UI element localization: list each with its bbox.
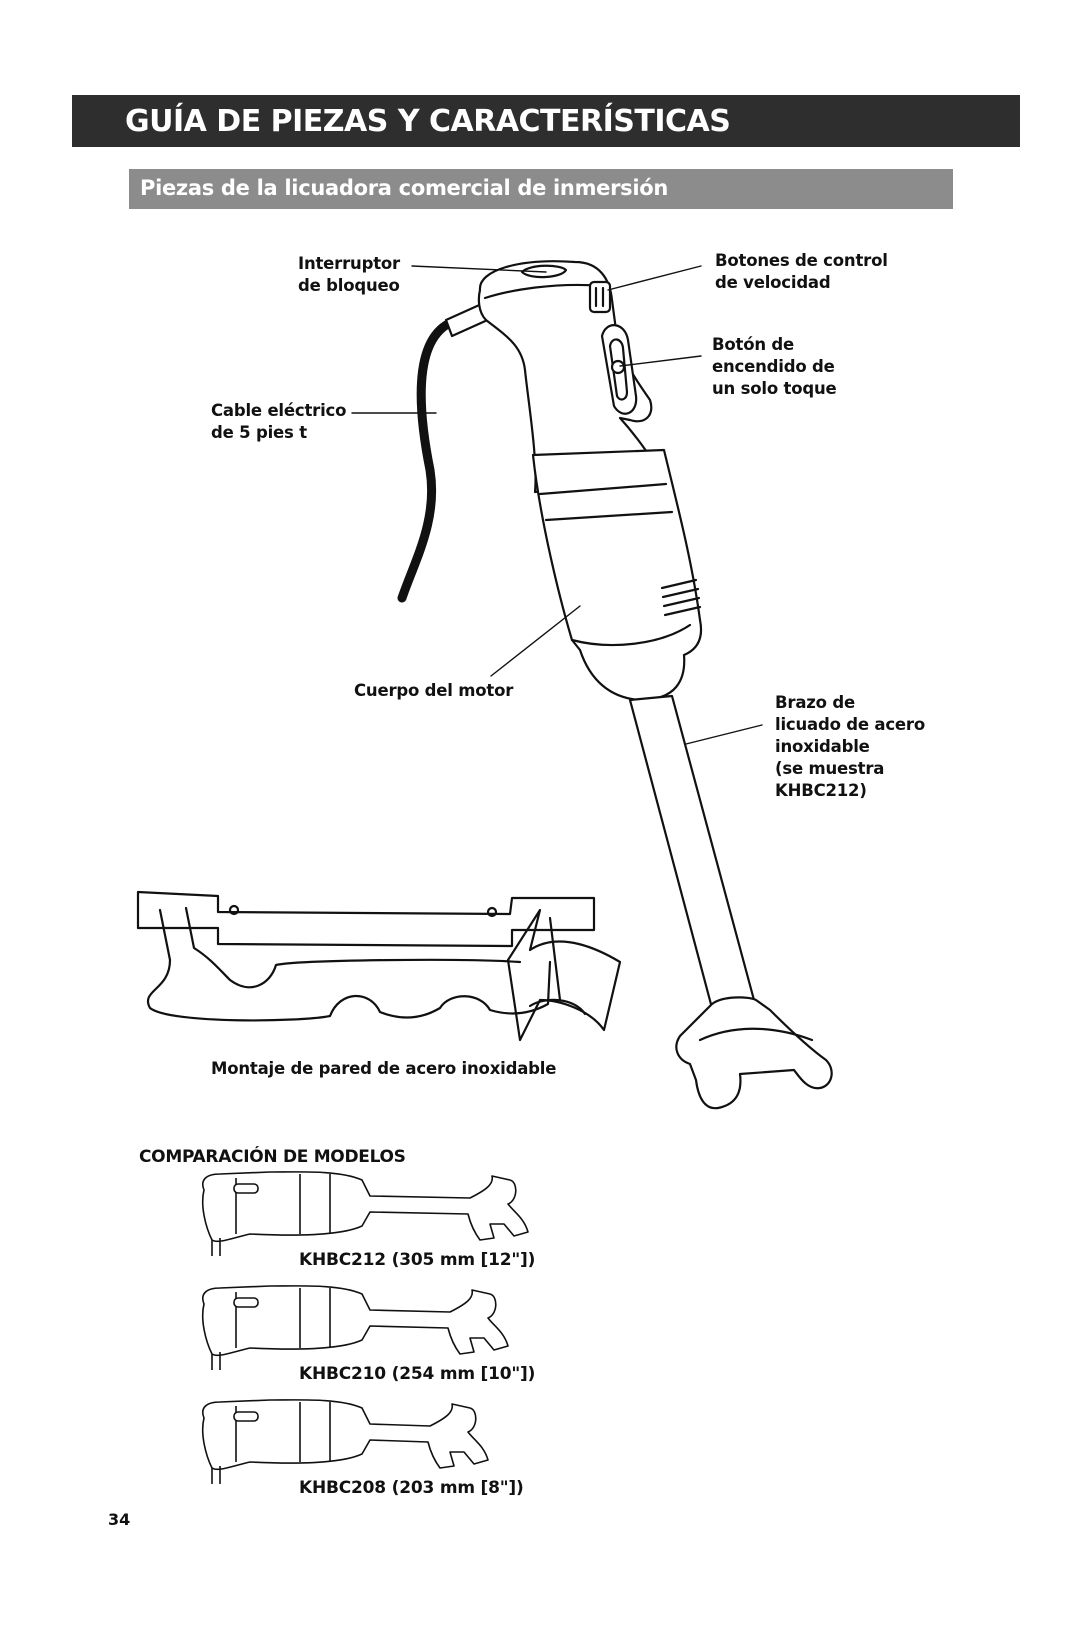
label-lock-switch: Interruptor de bloqueo bbox=[298, 254, 400, 295]
comparison-heading: COMPARACIÓN DE MODELOS bbox=[139, 1147, 406, 1167]
page-title-bar: GUÍA DE PIEZAS Y CARACTERÍSTICAS bbox=[72, 95, 1020, 147]
model-khbc212-illustration bbox=[201, 1171, 529, 1256]
model-label-khbc212: KHBC212 (305 mm [12"]) bbox=[299, 1250, 536, 1270]
label-one-touch: Botón de encendido de un solo toque bbox=[712, 335, 837, 398]
model-khbc210-illustration bbox=[201, 1285, 509, 1370]
label-blending-arm: Brazo de licuado de acero inoxidable (se… bbox=[775, 693, 925, 800]
blade-guard-illustration bbox=[675, 996, 833, 1110]
speed-buttons-illustration bbox=[588, 280, 612, 314]
model-khbc208-illustration bbox=[201, 1399, 489, 1484]
label-cord: Cable eléctrico de 5 pies t bbox=[211, 401, 347, 442]
page-number: 34 bbox=[108, 1510, 131, 1529]
power-cord-illustration bbox=[397, 317, 457, 603]
wall-mount-illustration bbox=[136, 890, 596, 948]
section-title-bar: Piezas de la licuadora comercial de inme… bbox=[129, 169, 953, 209]
page-title: GUÍA DE PIEZAS Y CARACTERÍSTICAS bbox=[125, 104, 731, 139]
model-label-khbc208: KHBC208 (203 mm [8"]) bbox=[299, 1478, 524, 1498]
leader-blending-arm bbox=[685, 724, 763, 745]
leader-lock-switch bbox=[411, 265, 547, 273]
model-label-khbc210: KHBC210 (254 mm [10"]) bbox=[299, 1364, 536, 1384]
label-speed-buttons: Botones de control de velocidad bbox=[715, 251, 888, 292]
leader-motor-body bbox=[490, 605, 581, 677]
blender-handle-illustration bbox=[477, 260, 665, 494]
label-wall-mount: Montaje de pared de acero inoxidable bbox=[211, 1059, 557, 1078]
label-motor-body: Cuerpo del motor bbox=[354, 681, 514, 700]
leader-one-touch bbox=[619, 355, 702, 367]
section-title: Piezas de la licuadora comercial de inme… bbox=[140, 176, 669, 200]
leader-speed-buttons bbox=[607, 265, 702, 291]
